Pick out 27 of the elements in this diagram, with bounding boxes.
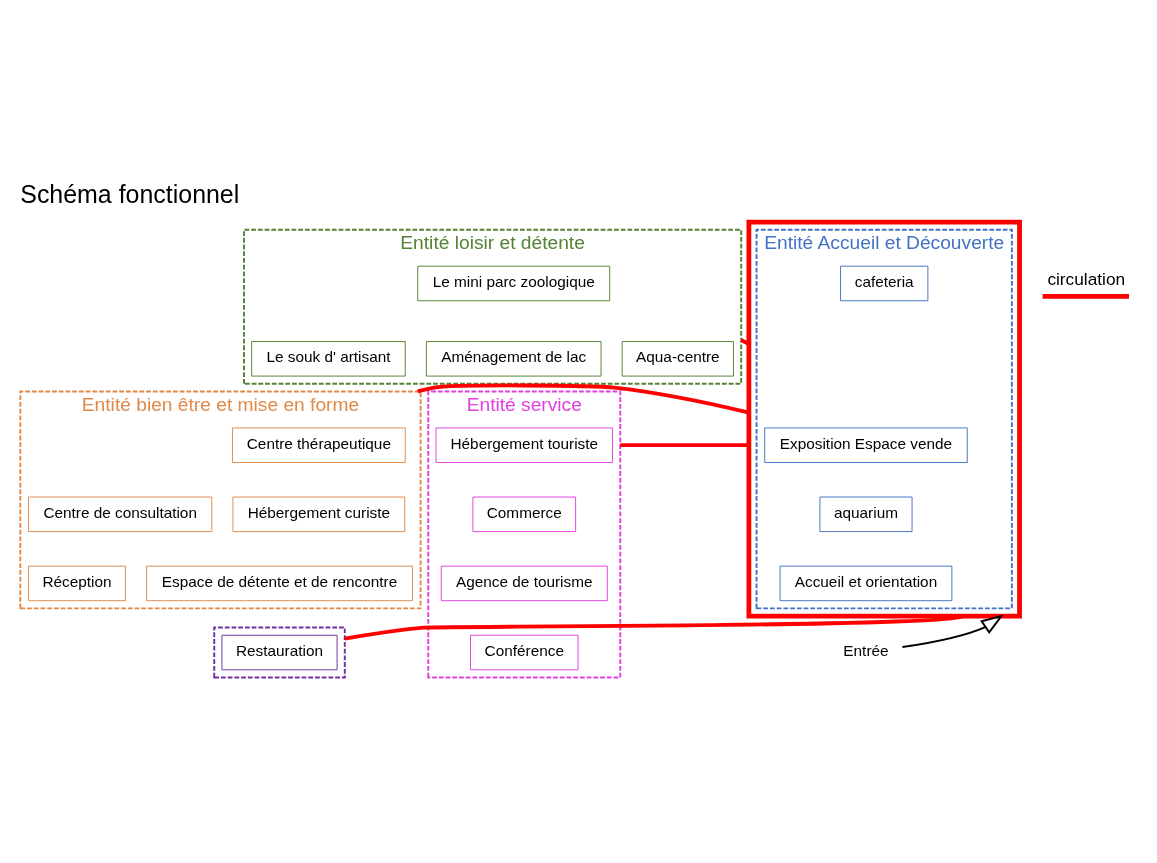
node-box: Espace de détente et de rencontre bbox=[146, 565, 413, 601]
diagram-title: Schéma fonctionnel bbox=[20, 179, 240, 208]
node-box: Le mini parc zoologique bbox=[417, 265, 611, 301]
node-box: Centre thérapeutique bbox=[232, 426, 406, 463]
cluster bbox=[213, 626, 346, 678]
node-box: Hébergement curiste bbox=[232, 496, 406, 532]
node-box: Conférence bbox=[470, 634, 579, 670]
node-box: Agence de tourisme bbox=[440, 565, 608, 601]
legend-label: circulation bbox=[1047, 268, 1126, 289]
node-box: Hébergement touriste bbox=[435, 426, 614, 463]
connector bbox=[620, 442, 749, 447]
node-box: Aménagement de lac bbox=[425, 340, 602, 377]
node-box: Restauration bbox=[221, 634, 338, 670]
node-box: Commerce bbox=[472, 496, 577, 532]
connector bbox=[740, 337, 750, 346]
node-text: Entrée bbox=[843, 641, 889, 659]
node-box: Le souk d' artisant bbox=[251, 340, 406, 377]
node-box: Accueil et orientation bbox=[779, 565, 953, 601]
node-box: aquarium bbox=[819, 496, 913, 532]
arrow bbox=[901, 613, 1004, 648]
node-box: Aqua-centre bbox=[621, 340, 734, 377]
connector bbox=[417, 383, 750, 414]
node-box: Centre de consultation bbox=[28, 496, 213, 532]
node-box: Exposition Espace vende bbox=[764, 426, 968, 463]
node-box: Réception bbox=[28, 565, 126, 601]
node-box: cafeteria bbox=[840, 265, 929, 301]
connector bbox=[344, 613, 964, 641]
